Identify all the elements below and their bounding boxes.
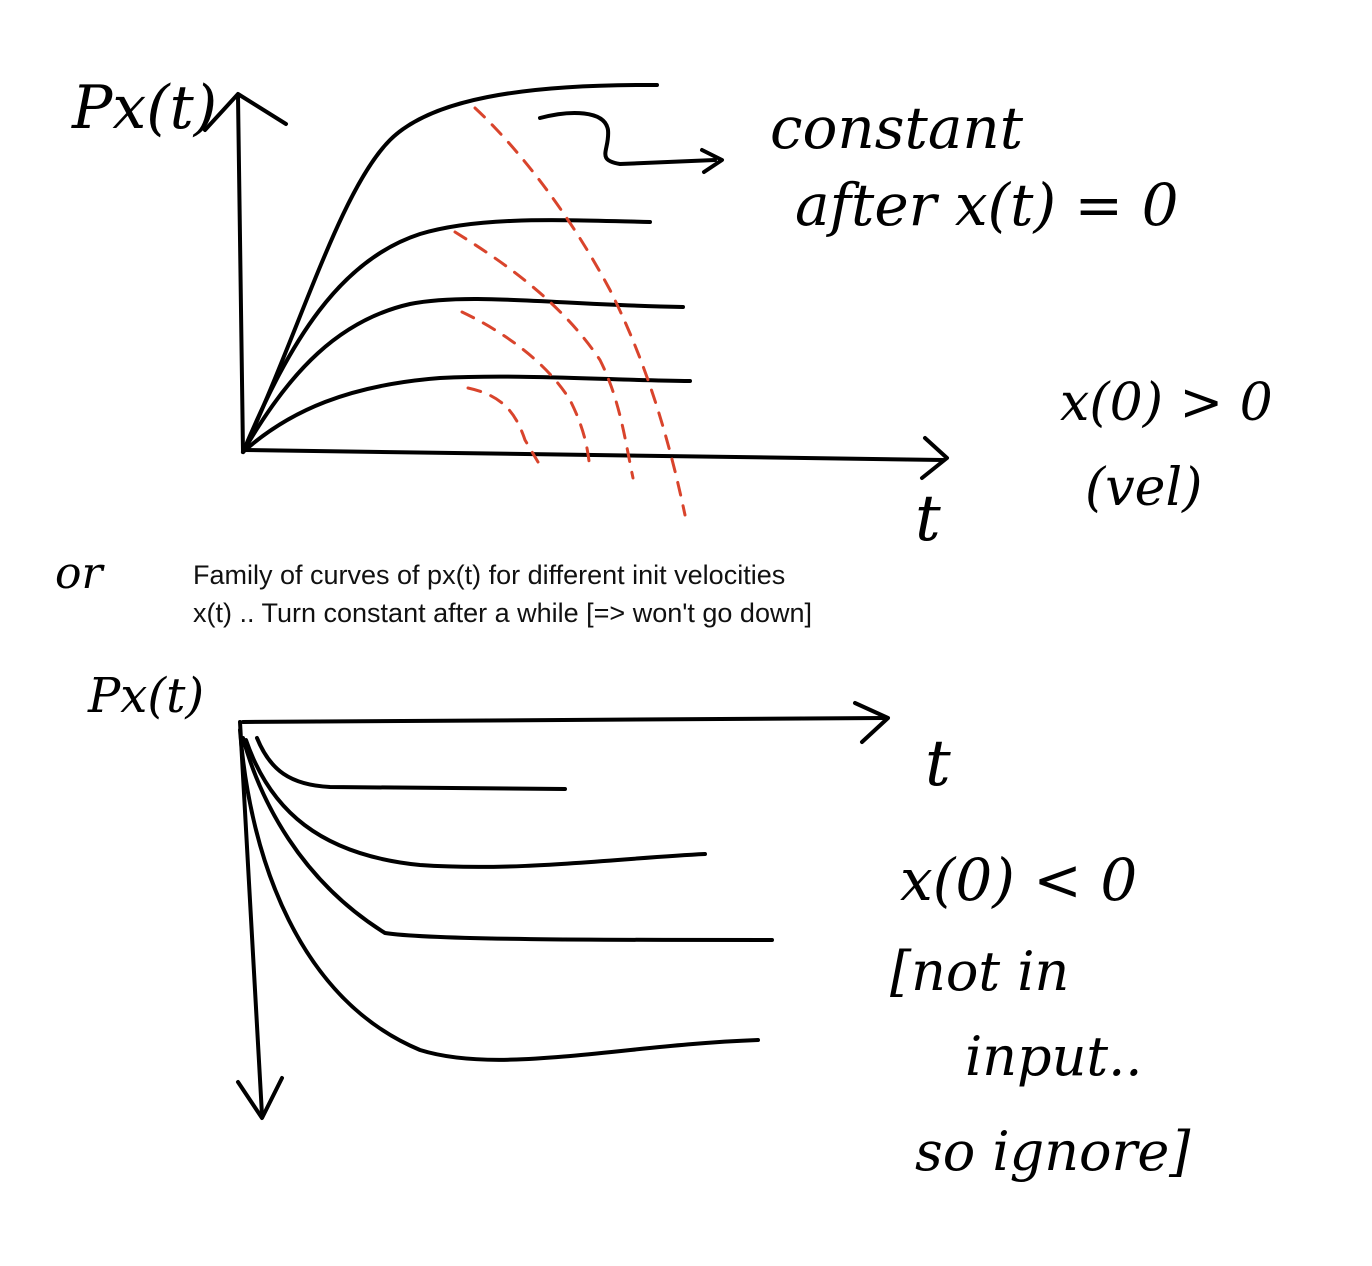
annotation-arrowhead xyxy=(700,148,724,174)
bottom-curve-3 xyxy=(241,736,774,942)
top-curve-3 xyxy=(241,296,685,454)
separator-or: or xyxy=(55,548,105,599)
top-y-label: Px(t) xyxy=(71,73,217,143)
top-graph: Px(t) t constant after x(t) = 0 x(0) > 0… xyxy=(71,73,1273,556)
bottom-curve-2 xyxy=(244,738,707,869)
bottom-x-axis-arrowhead xyxy=(853,701,890,744)
top-dashed-curve-4 xyxy=(466,386,540,464)
top-x-axis xyxy=(241,448,945,462)
caption-line-1: Family of curves of px(t) for different … xyxy=(193,560,786,590)
bottom-y-label: Px(t) xyxy=(87,668,204,724)
bottom-condition-line-1: x(0) < 0 xyxy=(900,846,1137,914)
bottom-x-axis xyxy=(241,716,887,724)
top-y-axis xyxy=(236,94,245,454)
top-dashed-curve-1 xyxy=(473,106,687,517)
annotation-line-1: constant xyxy=(770,94,1024,162)
caption-line-2: x(t) .. Turn constant after a while [=> … xyxy=(193,598,812,628)
bottom-y-axis xyxy=(238,720,264,1117)
bottom-condition-line-4: so ignore] xyxy=(915,1120,1191,1183)
top-x-label: t xyxy=(915,482,941,556)
caption: Family of curves of px(t) for different … xyxy=(193,556,1093,632)
bottom-y-axis-arrowhead xyxy=(236,1076,284,1120)
top-y-axis-arrowhead xyxy=(203,92,288,132)
annotation-arrow xyxy=(538,111,717,166)
top-curve-2 xyxy=(241,218,652,454)
bottom-condition-line-2: [not in xyxy=(890,940,1069,1003)
annotation-line-2: after x(t) = 0 xyxy=(795,171,1179,239)
bottom-curve-4 xyxy=(238,728,760,1062)
bottom-graph: Px(t) t x(0) < 0 [not in input.. so igno… xyxy=(87,668,1191,1183)
bottom-condition-line-3: input.. xyxy=(965,1025,1142,1088)
bottom-curve-1 xyxy=(255,736,567,791)
top-dashed-curve-3 xyxy=(460,310,592,472)
top-condition-line-2: (vel) xyxy=(1085,458,1202,518)
bottom-x-label: t xyxy=(925,727,951,801)
top-curve-1 xyxy=(241,82,659,454)
top-curve-4 xyxy=(241,374,692,454)
top-x-axis-arrowhead xyxy=(920,436,949,480)
top-condition-line-1: x(0) > 0 xyxy=(1060,373,1273,433)
top-dashed-curve-2 xyxy=(453,230,635,480)
